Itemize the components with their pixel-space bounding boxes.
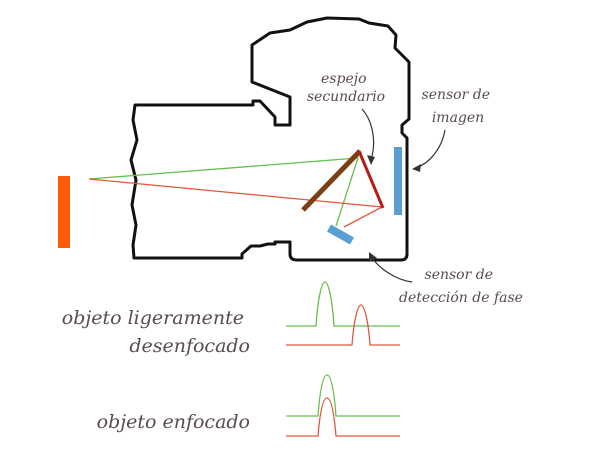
image-sensor-arrow [415,129,446,169]
out-of-focus-green-signal [286,281,400,327]
in-focus-label: objeto enfocado [97,411,250,433]
out-of-focus-label: objeto ligeramente desenfocado [62,307,250,357]
secondary-mirror-arrowhead [367,155,375,165]
image-sensor-label-line1: sensor de [422,87,491,103]
image-sensor-label: sensor de imagen [422,87,495,126]
phase-sensor-label-line2: detección de fase [399,290,523,306]
image-sensor [394,147,402,215]
secondary-mirror-label-line2: secundario [307,89,385,105]
phase-sensor-label: sensor de detección de fase [399,267,523,306]
in-focus-green-signal [286,374,400,417]
camera-body-outline [250,16,411,262]
phase-sensor-arrow [371,256,413,283]
out-of-focus-label-line2: desenfocado [129,335,250,357]
lens-outline [129,99,292,260]
image-sensor-arrowhead [412,164,421,172]
secondary-mirror-label: espejo secundario [307,71,385,105]
image-sensor-label-line2: imagen [432,110,484,126]
secondary-mirror-arrow [361,108,375,161]
secondary-mirror-label-line1: espejo [321,71,367,87]
out-of-focus-label-line1: objeto ligeramente [62,307,244,329]
phase-sensor-arrowhead [369,252,377,262]
secondary-mirror [357,150,385,209]
object-bar [58,176,70,248]
in-focus-red-signal [286,397,400,437]
phase-detection-sensor [327,224,354,245]
out-of-focus-red-signal [286,304,400,346]
in-focus-label-text: objeto enfocado [97,411,250,433]
phase-sensor-label-line1: sensor de [425,267,494,283]
main-mirror [301,149,362,212]
